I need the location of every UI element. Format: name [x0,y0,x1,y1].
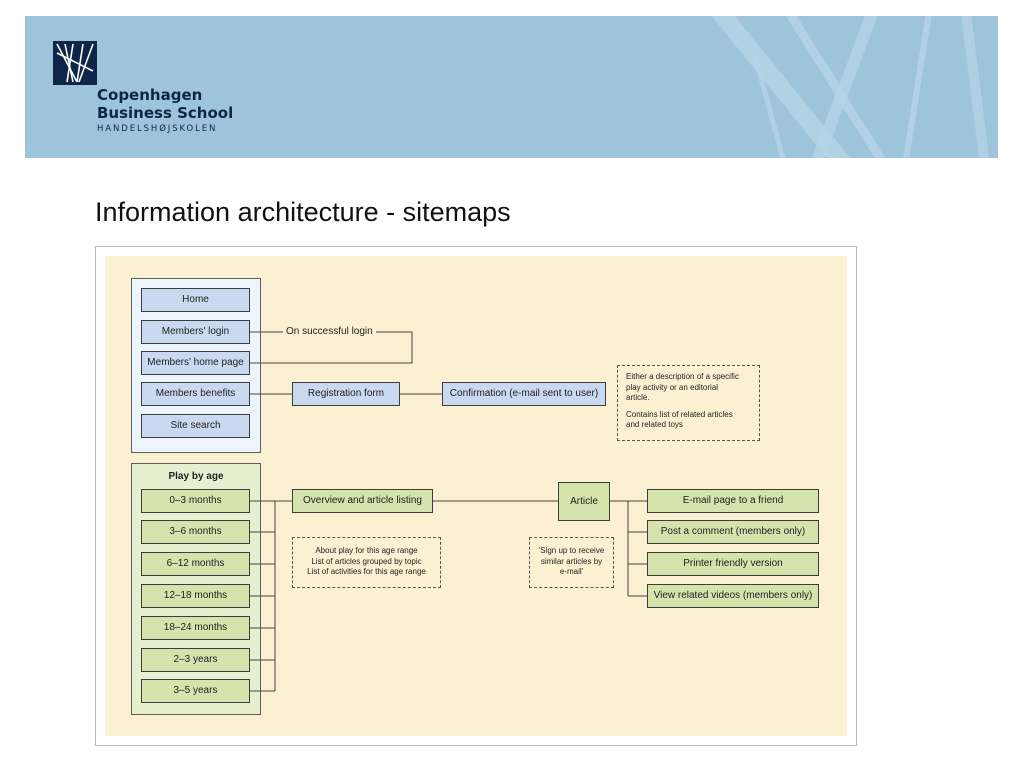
logo-subtitle: HANDELSHØJSKOLEN [97,124,218,134]
article-box[interactable]: Article [558,482,610,521]
signup-note: 'Sign up to receive similar articles by … [529,537,614,588]
note-article-line-4: Contains list of related articles [626,409,733,419]
cbs-logo-icon [53,41,97,85]
header-banner [25,16,998,158]
age-2-3-years-box[interactable]: 2–3 years [141,648,250,672]
age-3-5-years-box[interactable]: 3–5 years [141,679,250,703]
play-by-age-heading: Play by age [168,471,224,482]
on-successful-login-label: On successful login [283,326,376,338]
printer-friendly-box[interactable]: Printer friendly version [647,552,819,576]
age-12-18-months-box[interactable]: 12–18 months [141,584,250,608]
note-article-line-3: article. [626,393,650,402]
email-friend-box[interactable]: E-mail page to a friend [647,489,819,513]
note-overview-line-1: About play for this age range [315,546,418,555]
members-home-page-box[interactable]: Members' home page [141,351,250,375]
site-search-box[interactable]: Site search [141,414,250,438]
post-comment-box[interactable]: Post a comment (members only) [647,520,819,544]
note-overview-line-3: List of activities for this age range [307,567,426,576]
registration-form-box[interactable]: Registration form [292,382,400,406]
age-18-24-months-box[interactable]: 18–24 months [141,616,250,640]
members-benefits-box[interactable]: Members benefits [141,382,250,406]
note-signup-line-2: similar articles by [540,556,603,566]
overview-listing-box[interactable]: Overview and article listing [292,489,433,513]
article-links-branches [628,531,647,597]
age-0-3-months-box[interactable]: 0–3 months [141,489,250,513]
related-videos-box[interactable]: View related videos (members only) [647,584,819,608]
note-article-line-2: play activity or an editorial [626,382,719,392]
note-signup-line-3: e-mail' [559,567,584,576]
age-connector-branches [250,531,275,692]
logo-line-2: Business School [97,104,234,122]
slide-title: Information architecture - sitemaps [95,197,511,227]
age-6-12-months-box[interactable]: 6–12 months [141,552,250,576]
logo-line-1: Copenhagen [97,86,203,104]
note-article-line-1: Either a description of a specific [626,372,739,381]
age-3-6-months-box[interactable]: 3–6 months [141,520,250,544]
home-box[interactable]: Home [141,288,250,312]
note-article-line-5: and related toys [626,420,683,429]
article-description-note: Either a description of a specific play … [617,365,760,441]
confirmation-box[interactable]: Confirmation (e-mail sent to user) [442,382,606,406]
banner-decoration [711,16,990,158]
note-signup-line-1: 'Sign up to receive [538,546,605,555]
note-overview-line-2: List of articles grouped by topic [311,556,422,566]
members-login-box[interactable]: Members' login [141,320,250,344]
overview-note: About play for this age range List of ar… [292,537,441,588]
